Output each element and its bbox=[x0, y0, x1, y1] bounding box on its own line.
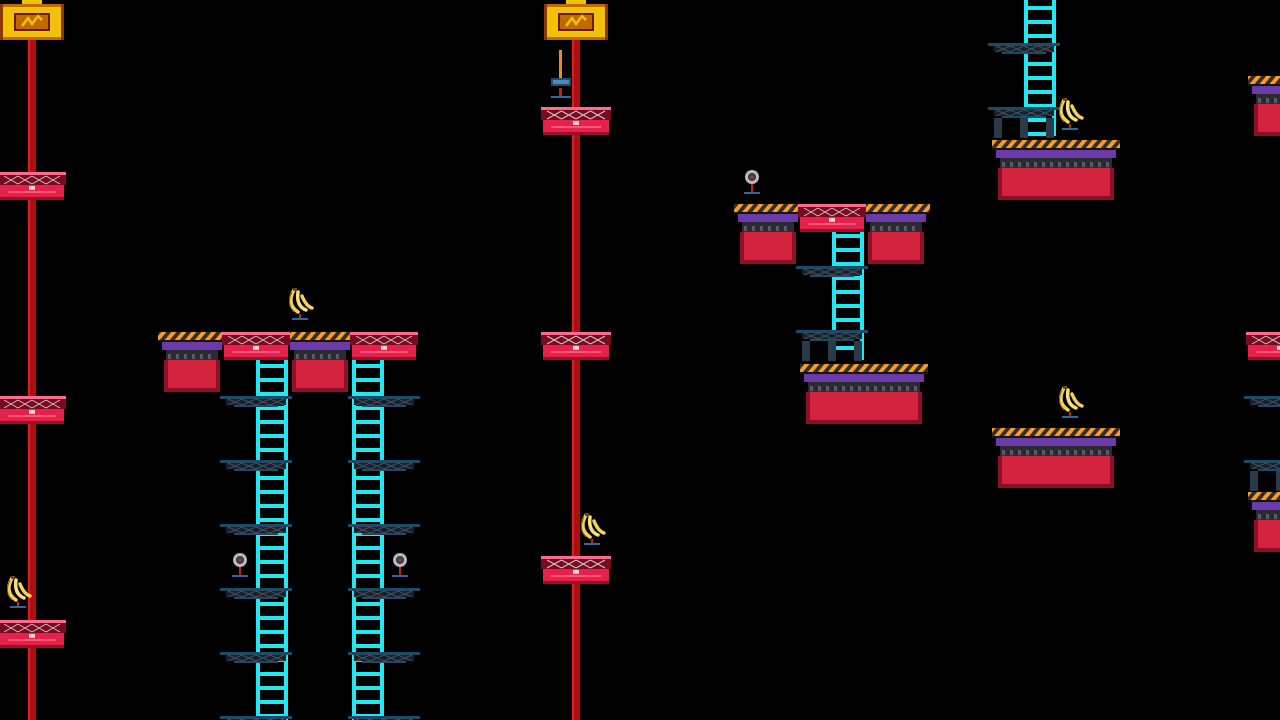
elevator-platform-icon bbox=[350, 332, 418, 360]
hazard-block-icon bbox=[286, 332, 354, 392]
hazard-block-icon bbox=[1248, 76, 1280, 136]
girder-platform-icon bbox=[988, 43, 1060, 54]
banana-bunch-icon bbox=[1058, 98, 1084, 130]
elevator-platform-icon bbox=[0, 620, 66, 648]
girder-platform-icon bbox=[348, 588, 420, 599]
poles-layer bbox=[28, 38, 580, 720]
lever-switch-icon bbox=[551, 50, 571, 98]
motor-box-icon bbox=[544, 0, 608, 40]
hazard-block-icon bbox=[158, 332, 226, 392]
banana-bunch-icon bbox=[1058, 386, 1084, 418]
girder-platform-icon bbox=[348, 524, 420, 535]
support-posts-icon bbox=[802, 341, 862, 361]
ladder-icon bbox=[1024, 0, 1056, 136]
elevator-platform-icon bbox=[798, 204, 866, 232]
hazard-block-icon bbox=[992, 140, 1120, 200]
elevators-layer bbox=[0, 107, 1280, 648]
elevator-platform-icon bbox=[0, 396, 66, 424]
hazard-block-icon bbox=[862, 204, 930, 264]
girder-platform-icon bbox=[988, 107, 1060, 118]
ladder-icon bbox=[256, 358, 288, 720]
banana-bunch-icon bbox=[6, 576, 32, 608]
girder-platform-icon bbox=[220, 460, 292, 471]
bolt-switch-icon bbox=[744, 170, 760, 194]
girder-platform-icon bbox=[220, 588, 292, 599]
hazard-block-icon bbox=[734, 204, 802, 264]
girders-layer bbox=[220, 43, 1280, 720]
items-layer bbox=[0, 0, 1084, 608]
girder-platform-icon bbox=[348, 460, 420, 471]
girder-platform-icon bbox=[348, 716, 420, 720]
support-posts-icon bbox=[1250, 471, 1280, 491]
elevator-platform-icon bbox=[541, 107, 611, 135]
banana-bunch-icon bbox=[288, 288, 314, 320]
girder-platform-icon bbox=[796, 266, 868, 277]
girder-platform-icon bbox=[1244, 460, 1280, 471]
girder-platform-icon bbox=[220, 652, 292, 663]
girder-platform-icon bbox=[1244, 396, 1280, 407]
pole-icon bbox=[28, 38, 36, 720]
girder-platform-icon bbox=[348, 396, 420, 407]
hazard-blocks-layer bbox=[158, 76, 1280, 552]
girder-platform-icon bbox=[220, 524, 292, 535]
elevator-platform-icon bbox=[222, 332, 290, 360]
bolt-switch-icon bbox=[392, 553, 408, 577]
banana-bunch-icon bbox=[580, 513, 606, 545]
hazard-block-icon bbox=[800, 364, 928, 424]
bolt-switch-icon bbox=[232, 553, 248, 577]
girder-platform-icon bbox=[796, 330, 868, 341]
elevator-platform-icon bbox=[1246, 332, 1280, 360]
pole-icon bbox=[572, 38, 580, 720]
ladder-icon bbox=[352, 358, 384, 720]
hazard-block-icon bbox=[1248, 492, 1280, 552]
motor-box-icon bbox=[0, 0, 64, 40]
elevator-platform-icon bbox=[0, 172, 66, 200]
support-posts-icon bbox=[994, 118, 1054, 138]
elevator-platform-icon bbox=[541, 556, 611, 584]
girder-platform-icon bbox=[220, 716, 292, 720]
girder-platform-icon bbox=[220, 396, 292, 407]
elevator-platform-icon bbox=[541, 332, 611, 360]
girder-platform-icon bbox=[348, 652, 420, 663]
hazard-block-icon bbox=[992, 428, 1120, 488]
